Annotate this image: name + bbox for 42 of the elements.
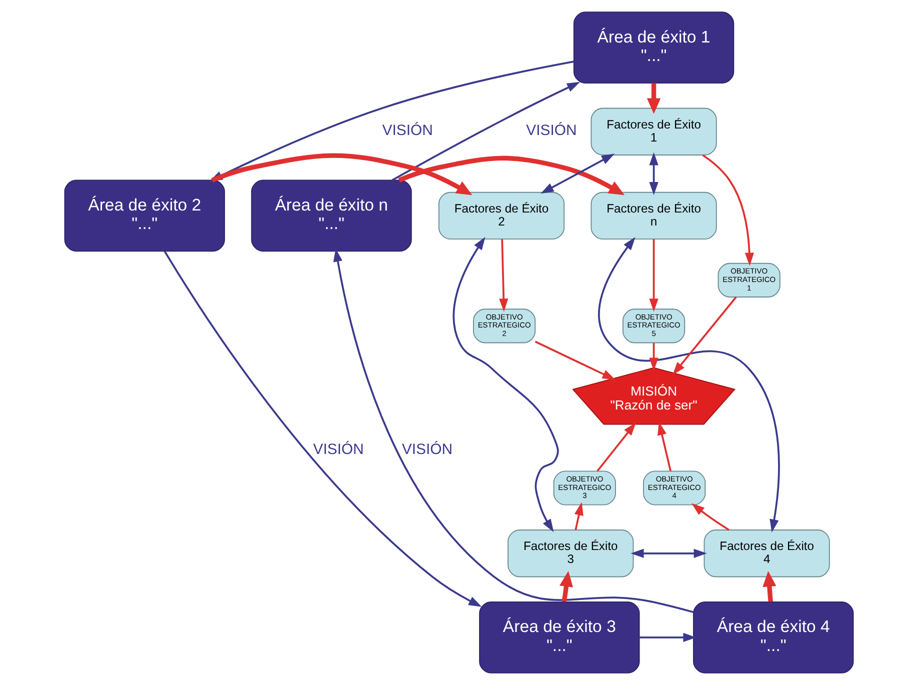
edge-label: VISIÓN: [526, 122, 577, 140]
arrow: [640, 632, 696, 642]
node-box: Área de éxito 2 "...": [64, 180, 225, 252]
arrow: [649, 152, 658, 196]
arrow: [452, 236, 559, 532]
arrow: [646, 83, 661, 114]
arrow: [702, 154, 754, 266]
node-box: Factores de Éxito 3: [508, 530, 634, 578]
arrow: [649, 343, 658, 371]
arrow: [658, 422, 672, 472]
arrow: [398, 156, 624, 196]
edge-label: VISIÓN: [313, 441, 364, 458]
arrow: [630, 548, 707, 558]
arrow: [211, 153, 472, 196]
arrow: [499, 239, 508, 312]
arrow: [691, 503, 730, 531]
arrow: [672, 296, 737, 376]
arrow: [596, 422, 636, 472]
arrow: [392, 82, 580, 181]
node-box: Área de éxito 1 "...": [573, 12, 734, 84]
node-box: OBJETIVO ESTRATEGICO 2: [473, 308, 536, 344]
node-box: Área de éxito n "...": [251, 180, 412, 252]
arrow: [559, 571, 574, 602]
arrow: [649, 239, 658, 312]
edge-label: VISIÓN: [382, 122, 433, 140]
node-box: OBJETIVO ESTRATEGICO 1: [718, 262, 780, 298]
arrow: [164, 250, 482, 607]
node-box: Factores de Éxito 4: [704, 530, 830, 578]
node-box: OBJETIVO ESTRATEGICO 5: [622, 308, 686, 344]
arrow: [534, 340, 616, 380]
arrow: [540, 154, 615, 194]
node-box: Factores de Éxito n: [590, 192, 717, 240]
node-box: Factores de Éxito 2: [438, 192, 565, 240]
edge-label: VISIÓN: [402, 441, 453, 458]
node-box: Factores de Éxito 1: [590, 108, 717, 156]
node-box: Área de éxito 4 "...": [693, 602, 854, 674]
node-box: Área de éxito 3 "...": [479, 602, 640, 674]
node-box: OBJETIVO ESTRATEGICO 3: [553, 470, 616, 506]
arrow: [762, 570, 776, 602]
node-box: OBJETIVO ESTRATEGICO 4: [643, 470, 706, 506]
arrow: [333, 248, 694, 613]
arrow: [574, 502, 584, 530]
